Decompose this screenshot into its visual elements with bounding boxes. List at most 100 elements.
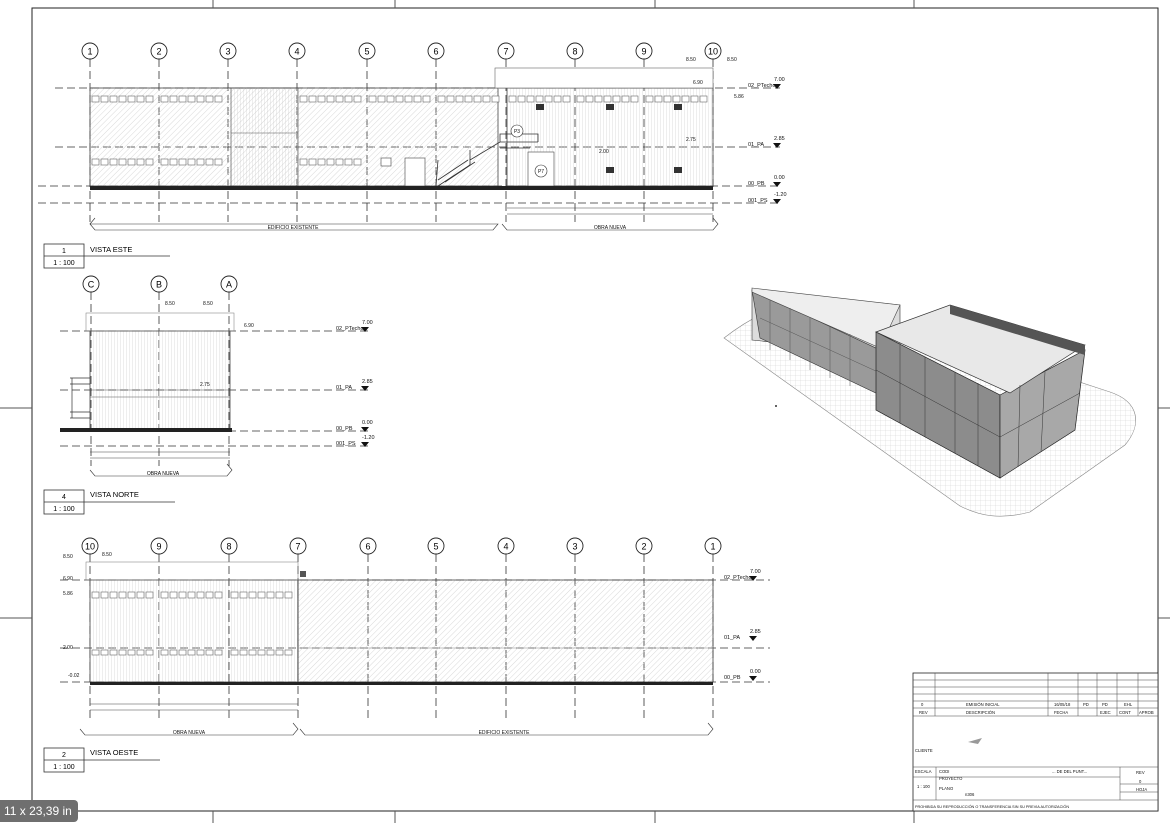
view-number: 4 [62,494,66,501]
footer-note: PROHIBIDA SU REPRODUCCIÓN O TRANSFERENCI… [915,804,1069,809]
spot-level: 2.75 [200,382,210,388]
client-label: CLIENTE [915,748,933,753]
rev-ejec: PD [1083,702,1089,707]
level-value: 7.00 [362,320,373,326]
level-value: 7.00 [774,77,785,83]
grid-bubble [289,537,307,555]
view-title: VISTA ESTE [90,245,132,254]
grid-label: 5 [433,542,438,552]
grid-label: 6 [365,542,370,552]
grid-label: 7 [503,47,508,57]
header-ejec: EJEC [1100,710,1111,715]
grid-label: 5 [364,47,369,57]
rev-description: EMISIÓN INICIAL [966,702,1000,707]
level-value: 0.00 [362,420,373,426]
level-value: 0.00 [750,669,761,675]
zone-label: EDIFICIO EXISTENTE [268,225,320,231]
grid-bubble [497,537,515,555]
grid-label: 8 [572,47,577,57]
view-scale: 1 : 100 [53,764,75,771]
grid-bubble [704,42,722,60]
spot-level: 8.50 [686,57,696,63]
level-name: 02_PTechos [748,83,779,89]
spot-level: 6.90 [63,576,73,582]
door-tag: P7 [538,169,544,175]
level-name: 02_PTechos [724,575,755,581]
grid-bubble [427,537,445,555]
grid-bubble [150,275,168,293]
isometric-3d-view [723,287,1136,517]
grid-label: 2 [641,542,646,552]
grid-label: B [156,280,162,290]
grid-bubble [219,42,237,60]
grid-label: A [226,280,232,290]
spot-level: 8.50 [63,554,73,560]
spot-level: 5.86 [63,591,73,597]
rev-number: 0 [1139,779,1142,784]
grid-bubble [220,275,238,293]
grid-bubble [220,537,238,555]
spot-level: 6.90 [693,80,703,86]
spot-level: 6.90 [244,323,254,329]
rev-cont: PD [1102,702,1108,707]
grid-bubble [150,42,168,60]
zone-label: EDIFICIO EXISTENTE [479,730,531,736]
spot-level: -0.02 [68,673,80,679]
project-text: ... DE DEL PUNT... [1052,769,1087,774]
level-name: 001_PS [748,198,768,204]
level-name: 02_PTechos [336,326,367,332]
grid-bubble [82,275,100,293]
level-marker-icon [749,636,757,641]
grid-bubble [358,42,376,60]
header-date: FECHA [1054,710,1068,715]
grid-label: 3 [225,47,230,57]
sheet-size-indicator[interactable]: 11 x 23,39 in [0,800,78,822]
grid-bubble [566,537,584,555]
level-name: 001_PS [336,441,356,447]
level-marker-icon [773,199,781,204]
level-marker-icon [361,386,369,391]
header-rev: REV [919,710,928,715]
grid-bubble [359,537,377,555]
view-title-east: 1 1 : 100 VISTA ESTE [43,243,170,269]
grid-label: 4 [294,47,299,57]
level-value: -1.20 [774,192,787,198]
level-marker-icon [773,143,781,148]
level-value: 2.85 [362,379,373,385]
grid-bubble [81,537,99,555]
rev-aprob: EHL [1124,702,1133,707]
view-title: VISTA NORTE [90,490,139,499]
level-name: 00_PB [724,675,741,681]
grid-bubble [497,42,515,60]
grid-bubble [635,42,653,60]
grid-bubble [150,537,168,555]
title-block: 0 EMISIÓN INICIAL 16/05/18 PD PD EHL REV… [912,672,1159,812]
spot-level: 8.50 [203,301,213,307]
level-value: 2.85 [750,629,761,635]
grid-bubble [566,42,584,60]
spot-level: 2.00 [63,645,73,651]
grid-label: 6 [433,47,438,57]
header-aprob: APROB [1139,710,1154,715]
plan-label: PLANO [939,786,954,791]
rev-date: 16/05/18 [1054,702,1071,707]
grid-label: 2 [156,47,161,57]
sheet-label: HOJA [1136,787,1147,792]
grid-bubble [81,42,99,60]
grid-label: 1 [87,47,92,57]
view-title-west: 2 1 : 100 VISTA OESTE [43,747,160,773]
view-scale: 1 : 100 [53,260,75,267]
level-value: 2.85 [774,136,785,142]
level-name: 00_PB [748,181,765,187]
view-number: 1 [62,248,66,255]
level-marker-icon [749,676,757,681]
grid-label: 9 [641,47,646,57]
grid-label: 10 [85,542,95,552]
sheet-border [31,7,1159,812]
grid-label: 1 [710,542,715,552]
rev-label: REV [1136,770,1145,775]
rev-value: 0 [921,702,924,707]
